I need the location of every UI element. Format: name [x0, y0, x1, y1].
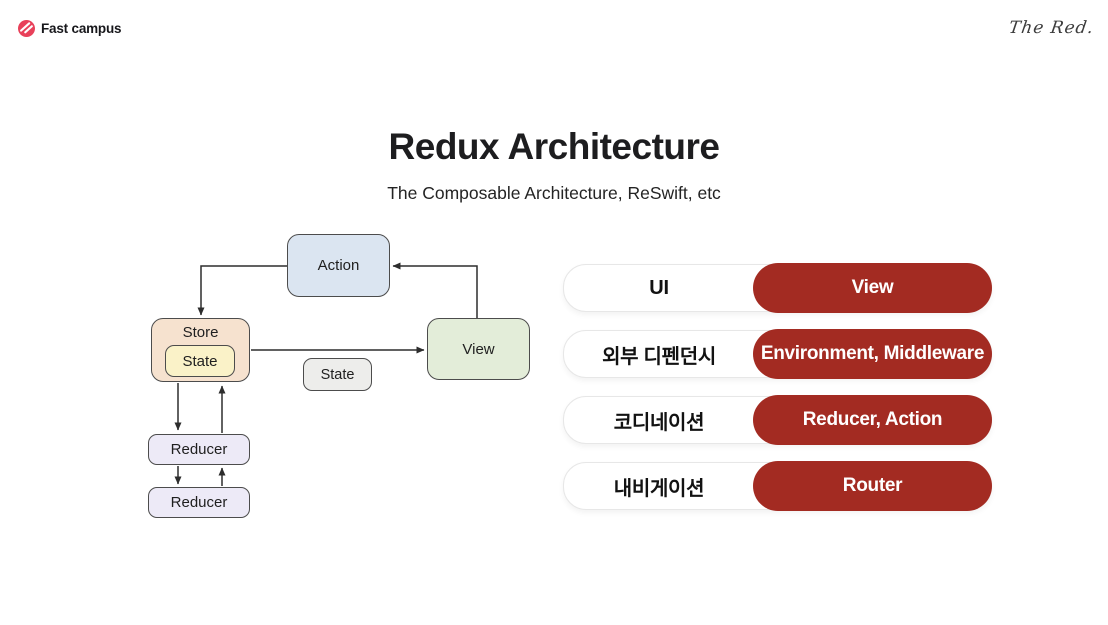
diagram-node-store: Store State	[151, 318, 250, 382]
action-label: Action	[317, 257, 360, 274]
diagram-node-action: Action	[287, 234, 390, 297]
mapping-row-value: Router	[842, 475, 903, 496]
fastcampus-logo: Fast campus	[18, 20, 122, 37]
mapping-row-badge: Environment, Middleware	[753, 329, 992, 379]
mapping-row-value: Environment, Middleware	[760, 343, 985, 364]
diagram-node-state: State	[303, 358, 372, 391]
mapping-row-value: View	[851, 277, 894, 298]
store-state-label: State	[182, 352, 218, 370]
the-red-logo: The Red.	[1007, 18, 1096, 38]
reducer-2-label: Reducer	[170, 494, 228, 511]
mapping-row-dependency: 외부 디펜던시 Environment, Middleware	[563, 329, 992, 379]
mapping-row-label: 내비게이션	[613, 477, 705, 500]
mapping-table: UI View 외부 디펜던시 Environment, Middleware …	[563, 263, 992, 528]
diagram-node-reducer-2: Reducer	[148, 487, 250, 518]
store-label: Store	[182, 324, 219, 341]
mapping-row-navigation: 내비게이션 Router	[563, 461, 992, 511]
mapping-row-badge: Reducer, Action	[753, 395, 992, 445]
slide-subtitle: The Composable Architecture, ReSwift, et…	[387, 183, 721, 203]
view-label: View	[462, 340, 495, 358]
mapping-row-ui: UI View	[563, 263, 992, 313]
mapping-row-value: Reducer, Action	[802, 409, 943, 430]
reducer-1-label: Reducer	[170, 441, 228, 458]
diagram-node-store-state: State	[165, 345, 235, 377]
diagram-node-reducer-1: Reducer	[148, 434, 250, 465]
mapping-row-label: 외부 디펜던시	[602, 345, 716, 368]
mapping-row-badge: View	[753, 263, 992, 313]
mapping-row-label: UI	[649, 276, 669, 299]
diagram-node-view: View	[427, 318, 530, 380]
state-label: State	[320, 366, 355, 383]
fastcampus-logo-icon	[18, 20, 35, 37]
mapping-row-coordination: 코디네이션 Reducer, Action	[563, 395, 992, 445]
mapping-row-label: 코디네이션	[613, 411, 705, 434]
mapping-row-badge: Router	[753, 461, 992, 511]
fastcampus-logo-text: Fast campus	[41, 21, 122, 36]
slide-title: Redux Architecture	[388, 126, 720, 167]
